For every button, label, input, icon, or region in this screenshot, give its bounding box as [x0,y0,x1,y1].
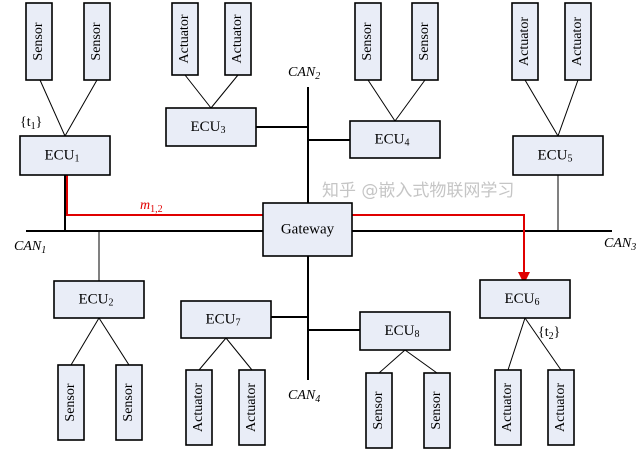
actuator-box: Actuator [511,2,539,81]
task2-label: {t2} [538,325,560,342]
task1-label: {t1} [20,115,42,132]
ecu-label: ECU2 [79,292,114,309]
connections [26,74,612,380]
actuator-label: Actuator [191,383,206,432]
sensor-label: Sensor [429,391,444,429]
gateway-label: Gateway [281,221,335,237]
ecu-label: ECU8 [385,323,420,340]
can1-label: CAN1 [14,239,46,256]
actuator-label: Actuator [517,17,532,66]
ecu-1: ECU1 [19,135,111,176]
sensor-box: Sensor [354,2,382,81]
actuator-box: Actuator [171,2,199,76]
sensor-box: Sensor [365,372,393,449]
ecu-label: ECU7 [206,312,241,329]
ecu-6: ECU6 [479,279,571,319]
actuator-label: Actuator [230,14,245,63]
actuator-label: Actuator [244,383,259,432]
actuator-label: Actuator [553,383,568,432]
actuator-box: Actuator [564,2,592,81]
actuator-box: Actuator [238,369,266,446]
ecu-8: ECU8 [359,311,451,351]
ecu-label: ECU6 [505,291,540,308]
actuator-box: Actuator [494,369,522,446]
sensor-label: Sensor [121,383,136,421]
ecu-label: ECU4 [375,132,410,149]
arrow-head-icon [518,272,530,284]
actuator-box: Actuator [185,369,213,446]
sensor-box: Sensor [25,2,53,81]
sensor-box: Sensor [411,2,439,81]
ecu-7: ECU7 [180,300,272,339]
message-label: m1,2 [140,198,163,215]
ecu-label: ECU5 [538,148,573,165]
ecu-5: ECU5 [512,135,604,176]
sensor-label: Sensor [360,22,375,60]
sensor-label: Sensor [31,22,46,60]
can2-label: CAN2 [288,65,320,82]
ecu-4: ECU4 [349,120,441,159]
actuator-label: Actuator [500,383,515,432]
can4-label: CAN4 [288,388,320,405]
actuator-label: Actuator [570,17,585,66]
sensor-box: Sensor [57,364,85,441]
sensor-box: Sensor [83,2,111,81]
ecu-label: ECU3 [191,119,226,136]
gateway: Gateway [262,202,353,257]
sensor-label: Sensor [417,22,432,60]
sensor-box: Sensor [115,364,143,441]
actuator-label: Actuator [177,14,192,63]
sensor-label: Sensor [371,391,386,429]
sensor-label: Sensor [89,22,104,60]
ecu-label: ECU1 [45,148,80,165]
sensor-label: Sensor [63,383,78,421]
ecu-2: ECU2 [53,280,145,319]
sensor-box: Sensor [423,372,451,449]
actuator-box: Actuator [224,2,252,76]
watermark: 知乎 @嵌入式物联网学习 [322,181,514,201]
actuator-box: Actuator [547,369,575,446]
ecu-3: ECU3 [165,107,257,147]
can3-label: CAN3 [604,236,636,253]
